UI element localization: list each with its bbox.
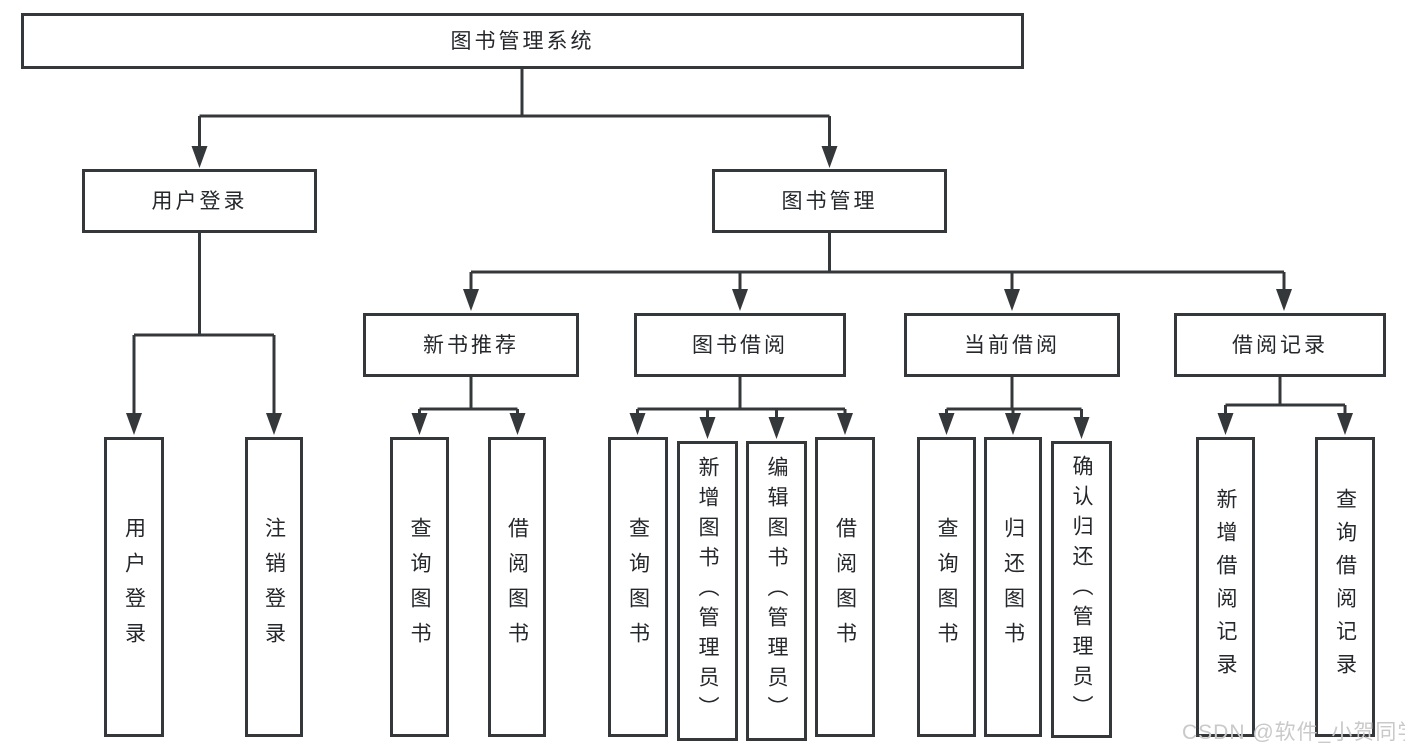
leaf-label: 查询图书 bbox=[935, 517, 958, 657]
arrowhead bbox=[699, 417, 716, 439]
leaf-user-login: 用户登录 bbox=[104, 437, 164, 737]
connector-user-login bbox=[132, 233, 276, 415]
arrowhead bbox=[1073, 417, 1090, 439]
arrowhead bbox=[509, 413, 526, 435]
leaf-label: 编辑图书（管理员） bbox=[765, 456, 788, 726]
arrowhead bbox=[411, 413, 428, 435]
arrowhead bbox=[1005, 413, 1021, 435]
node-label: 借阅记录 bbox=[1232, 333, 1328, 357]
node-book-borrow: 图书借阅 bbox=[634, 313, 846, 377]
arrowhead bbox=[126, 413, 142, 435]
node-book-management: 图书管理 bbox=[712, 169, 947, 233]
connector-root bbox=[198, 69, 831, 148]
node-label: 用户登录 bbox=[151, 189, 248, 213]
leaf-nbr-query-book: 查询图书 bbox=[390, 437, 449, 737]
node-label: 图书借阅 bbox=[692, 333, 788, 357]
leaf-label: 查询图书 bbox=[408, 517, 431, 657]
node-new-book-recommend: 新书推荐 bbox=[363, 313, 579, 377]
connector-book-borrow bbox=[636, 377, 847, 419]
arrowhead bbox=[1337, 413, 1353, 435]
connector-new-book-recommend bbox=[418, 377, 519, 415]
node-borrow-records: 借阅记录 bbox=[1174, 313, 1386, 377]
leaf-nbr-borrow-book: 借阅图书 bbox=[488, 437, 546, 737]
leaf-cb-query-book: 查询图书 bbox=[917, 437, 976, 737]
arrowhead bbox=[821, 146, 838, 168]
arrowhead bbox=[629, 413, 646, 435]
leaf-cb-confirm-return-admin: 确认归还（管理员） bbox=[1051, 441, 1112, 738]
node-label: 图书管理 bbox=[781, 189, 878, 213]
leaf-br-add-record: 新增借阅记录 bbox=[1196, 437, 1255, 737]
node-current-borrow: 当前借阅 bbox=[904, 313, 1120, 377]
leaf-label: 借阅图书 bbox=[505, 517, 529, 657]
arrowhead bbox=[266, 413, 282, 435]
leaf-label: 注销登录 bbox=[262, 517, 286, 657]
leaf-bb-borrow-book: 借阅图书 bbox=[815, 437, 875, 737]
arrowhead bbox=[463, 289, 479, 311]
arrowhead bbox=[732, 289, 748, 311]
leaf-label: 归还图书 bbox=[1001, 517, 1025, 657]
connector-book-management bbox=[469, 233, 1286, 291]
node-user-login: 用户登录 bbox=[82, 169, 317, 233]
leaf-br-query-record: 查询借阅记录 bbox=[1315, 437, 1375, 737]
leaf-label: 新增图书（管理员） bbox=[696, 456, 719, 726]
leaf-label: 查询图书 bbox=[626, 517, 650, 657]
arrowhead bbox=[191, 146, 208, 168]
arrowhead bbox=[768, 417, 785, 439]
leaf-label: 用户登录 bbox=[122, 517, 146, 657]
leaf-label: 新增借阅记录 bbox=[1214, 488, 1237, 686]
node-label: 新书推荐 bbox=[423, 333, 519, 357]
leaf-bb-query-book: 查询图书 bbox=[608, 437, 668, 737]
node-label: 当前借阅 bbox=[964, 333, 1060, 357]
leaf-label: 借阅图书 bbox=[833, 517, 857, 657]
arrowhead bbox=[837, 413, 853, 435]
leaf-bb-edit-book-admin: 编辑图书（管理员） bbox=[746, 441, 807, 741]
leaf-label: 确认归还（管理员） bbox=[1070, 454, 1093, 725]
arrowhead bbox=[1004, 289, 1020, 311]
leaf-logout: 注销登录 bbox=[245, 437, 303, 737]
connector-current-borrow bbox=[945, 377, 1083, 419]
node-label: 图书管理系统 bbox=[450, 29, 595, 53]
arrowhead bbox=[1276, 289, 1292, 311]
leaf-cb-return-book: 归还图书 bbox=[984, 437, 1042, 737]
leaf-bb-add-book-admin: 新增图书（管理员） bbox=[677, 441, 738, 741]
csdn-watermark: CSDN @软件_小贺同学 bbox=[1182, 721, 1405, 744]
leaf-label: 查询借阅记录 bbox=[1333, 488, 1357, 686]
connector-borrow-records bbox=[1224, 377, 1347, 415]
node-root: 图书管理系统 bbox=[21, 13, 1024, 69]
arrowhead bbox=[1217, 413, 1234, 435]
arrowhead bbox=[938, 413, 955, 435]
